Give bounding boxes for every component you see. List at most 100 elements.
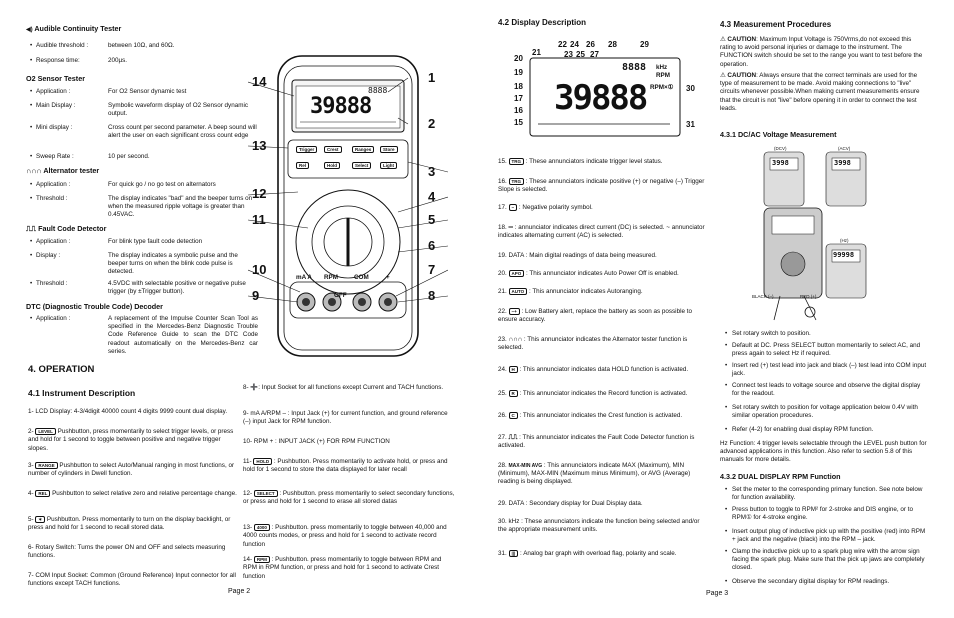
disp-item-31: 31. ||| : Analog bar graph with overload… [498, 550, 677, 558]
fault-section-title: ⎍⎍ Fault Code Detector [26, 224, 107, 233]
rpm-button-icon: RPM [253, 556, 270, 563]
item-14: 14- RPM : Pushbutton. press momentarily … [243, 556, 442, 580]
range-button-icon: RANGE [35, 462, 58, 469]
lcd-unit-rpm: RPM [656, 72, 670, 79]
disp-item-27: 27. ⎍⎍ : This annunciator indicates the … [498, 434, 695, 450]
meter-button-hold[interactable]: Hold [324, 162, 340, 169]
rpm-step-1: Set the meter to the corresponding prima… [725, 486, 928, 502]
fig-reading-hz: 99998 [833, 251, 855, 259]
caution-1: ⚠ CAUTION: Maximum Input Voltage is 750V… [720, 36, 923, 68]
lcd-num-16: 16 [514, 106, 523, 115]
item-13: 13- 4000 : Pushbutton. press momentarily… [243, 524, 447, 548]
lcd-main-reading: 39888 [554, 78, 648, 118]
callout-12: 12 [252, 186, 267, 201]
callout-2: 2 [428, 116, 436, 131]
disp-item-28: 28. MAX-MIN AVG : This annunciators indi… [498, 462, 691, 486]
lcd-num-18: 18 [514, 82, 523, 91]
fig-reading-acv: 3998 [834, 159, 851, 167]
dual-display-rpm-title: 4.3.2 DUAL DISPLAY RPM Function [720, 472, 841, 481]
disp-item-21: 21. AUTO : This annunciator indicates Au… [498, 288, 643, 296]
fig-reading-dcv: 3998 [772, 159, 789, 167]
disp-item-23: 23. ∩∩∩ : This annunciator indicates the… [498, 336, 688, 352]
callout-9: 9 [252, 288, 260, 303]
page-number-right: Page 3 [706, 590, 729, 597]
lcd-num-20: 20 [514, 54, 523, 63]
meter-button-trigger[interactable]: Trigger [296, 146, 318, 153]
item-3: 3- RANGE Pushbutton to select Auto/Manua… [28, 462, 235, 478]
fig-label-red: RED (+) [800, 294, 817, 299]
rpm-step-2: Press button to toggle to RPM² for 2-str… [725, 506, 928, 522]
rpm-step-4: Clamp the inductive pick up to a spark p… [725, 548, 928, 573]
crest-icon: C [508, 412, 518, 419]
item-10: 10- RPM + : INPUT JACK (+) FOR RPM FUNCT… [243, 438, 390, 445]
callout-13: 13 [252, 138, 267, 153]
disp-item-19: 19. DATA : Main digital readings of data… [498, 252, 657, 259]
disp-item-18: 18. ═ : annunciator indicates direct cur… [498, 224, 705, 240]
meter-button-crest[interactable]: Crest [324, 146, 342, 153]
apo-icon: APO [508, 270, 525, 277]
caution-2: ⚠ CAUTION: Always ensure that the correc… [720, 72, 920, 112]
meter-mini-reading: 8888 [368, 86, 388, 95]
dc-icon: ═ [508, 224, 513, 231]
trigger-button-icon: LEVEL [35, 428, 56, 435]
lcd-num-29: 29 [640, 40, 649, 49]
max-min-icon: MAX-MIN AVG [508, 463, 543, 469]
instrument-title: 4.1 Instrument Description [28, 388, 136, 398]
fig-label-black: BLACK (–) [752, 294, 774, 299]
rpm-step-3: Insert output plug of inductive pick up … [725, 528, 928, 544]
meter-button-ranges[interactable]: Ranges [352, 146, 375, 153]
battery-icon: −+ [508, 308, 520, 315]
trigger-level-icon: TRG [508, 158, 525, 165]
item-12: 12- SELECT : Pushbutton. press momentari… [243, 490, 455, 506]
warning-icon: ⚠ [720, 36, 726, 43]
item-4: 4- REL Pushbutton to select relative zer… [28, 490, 237, 498]
lcd-num-27: 27 [590, 50, 599, 59]
hz-function-note: Hz Function: 4 trigger levels selectable… [720, 440, 927, 464]
lcd-unit-rpm2: RPM×① [650, 84, 674, 91]
page-number-left: Page 2 [228, 588, 251, 595]
meter-button-select[interactable]: Select [352, 162, 372, 169]
voltage-step-4: Connect test leads to voltage source and… [725, 382, 928, 398]
disp-item-17: 17. − : Negative polarity symbol. [498, 204, 593, 212]
item-7: 7- COM Input Socket: Common (Ground Refe… [28, 572, 236, 588]
voltage-step-3: Insert red (+) test lead into jack and b… [725, 362, 928, 378]
lcd-num-31: 31 [686, 120, 695, 129]
speaker-icon: ◀) [26, 27, 33, 33]
meter-main-reading: 39888 [310, 94, 372, 119]
item-6: 6- Rotary Switch: Turns the power ON and… [28, 544, 226, 560]
lcd-unit-khz: kHz [656, 64, 668, 71]
meter-jack-label-rpm: RPM [324, 274, 338, 281]
disp-item-15: 15. TRG : These annunciators indicate tr… [498, 158, 663, 166]
disp-item-26: 26. C : This annunciator indicates the C… [498, 412, 683, 420]
meter-jack-label-ma: mA A [296, 274, 312, 281]
lcd-diagram: 39888 8888 kHz RPM RPM×① 22 24 26 28 29 … [510, 40, 700, 140]
lcd-mini-reading: 8888 [622, 62, 647, 73]
meter-button-rel[interactable]: Rel [296, 162, 310, 169]
fig-label-hz: (Hz) [840, 238, 849, 243]
lcd-num-22: 22 [558, 40, 567, 49]
auto-icon: AUTO [508, 288, 528, 295]
disp-item-20: 20. APO : This annunciator indicates Aut… [498, 270, 679, 278]
lcd-num-26: 26 [586, 40, 595, 49]
item-1: 1- LCD Display: 4-3/4digit 40000 count 4… [28, 408, 228, 415]
rpm-step-5: Observe the secondary digital display fo… [725, 578, 928, 586]
disp-item-22: 22. −+ : Low Battery alert, replace the … [498, 308, 692, 324]
item-5: 5- ✶ Pushbutton. Press momentarily to tu… [28, 516, 231, 532]
item-8: 8- ➕: Input Socket for all functions exc… [243, 384, 444, 391]
meter-button-light[interactable]: Light [380, 162, 397, 169]
meter-button-store[interactable]: Store [380, 146, 398, 153]
disp-item-16: 16. TRG : These annunciators indicate po… [498, 178, 705, 194]
record-icon: R [508, 390, 518, 397]
lcd-num-19: 19 [514, 68, 523, 77]
o2-section-title: O2 Sensor Tester [26, 74, 85, 83]
callout-10: 10 [252, 262, 267, 277]
warning-icon: ⚠ [720, 72, 726, 79]
callout-4: 4 [428, 189, 436, 204]
lcd-num-23: 23 [564, 50, 573, 59]
bar-graph-icon: ||| [508, 550, 519, 557]
left-text-column: ◀) Audible Continuity Tester Audible thr… [26, 24, 258, 355]
trigger-slope-icon: TRG [508, 178, 525, 185]
callout-7: 7 [428, 262, 436, 277]
pulse-icon: ⎍⎍ [26, 224, 37, 233]
item-11: 11- HOLD : Pushbutton. Press momentarily… [243, 458, 448, 474]
